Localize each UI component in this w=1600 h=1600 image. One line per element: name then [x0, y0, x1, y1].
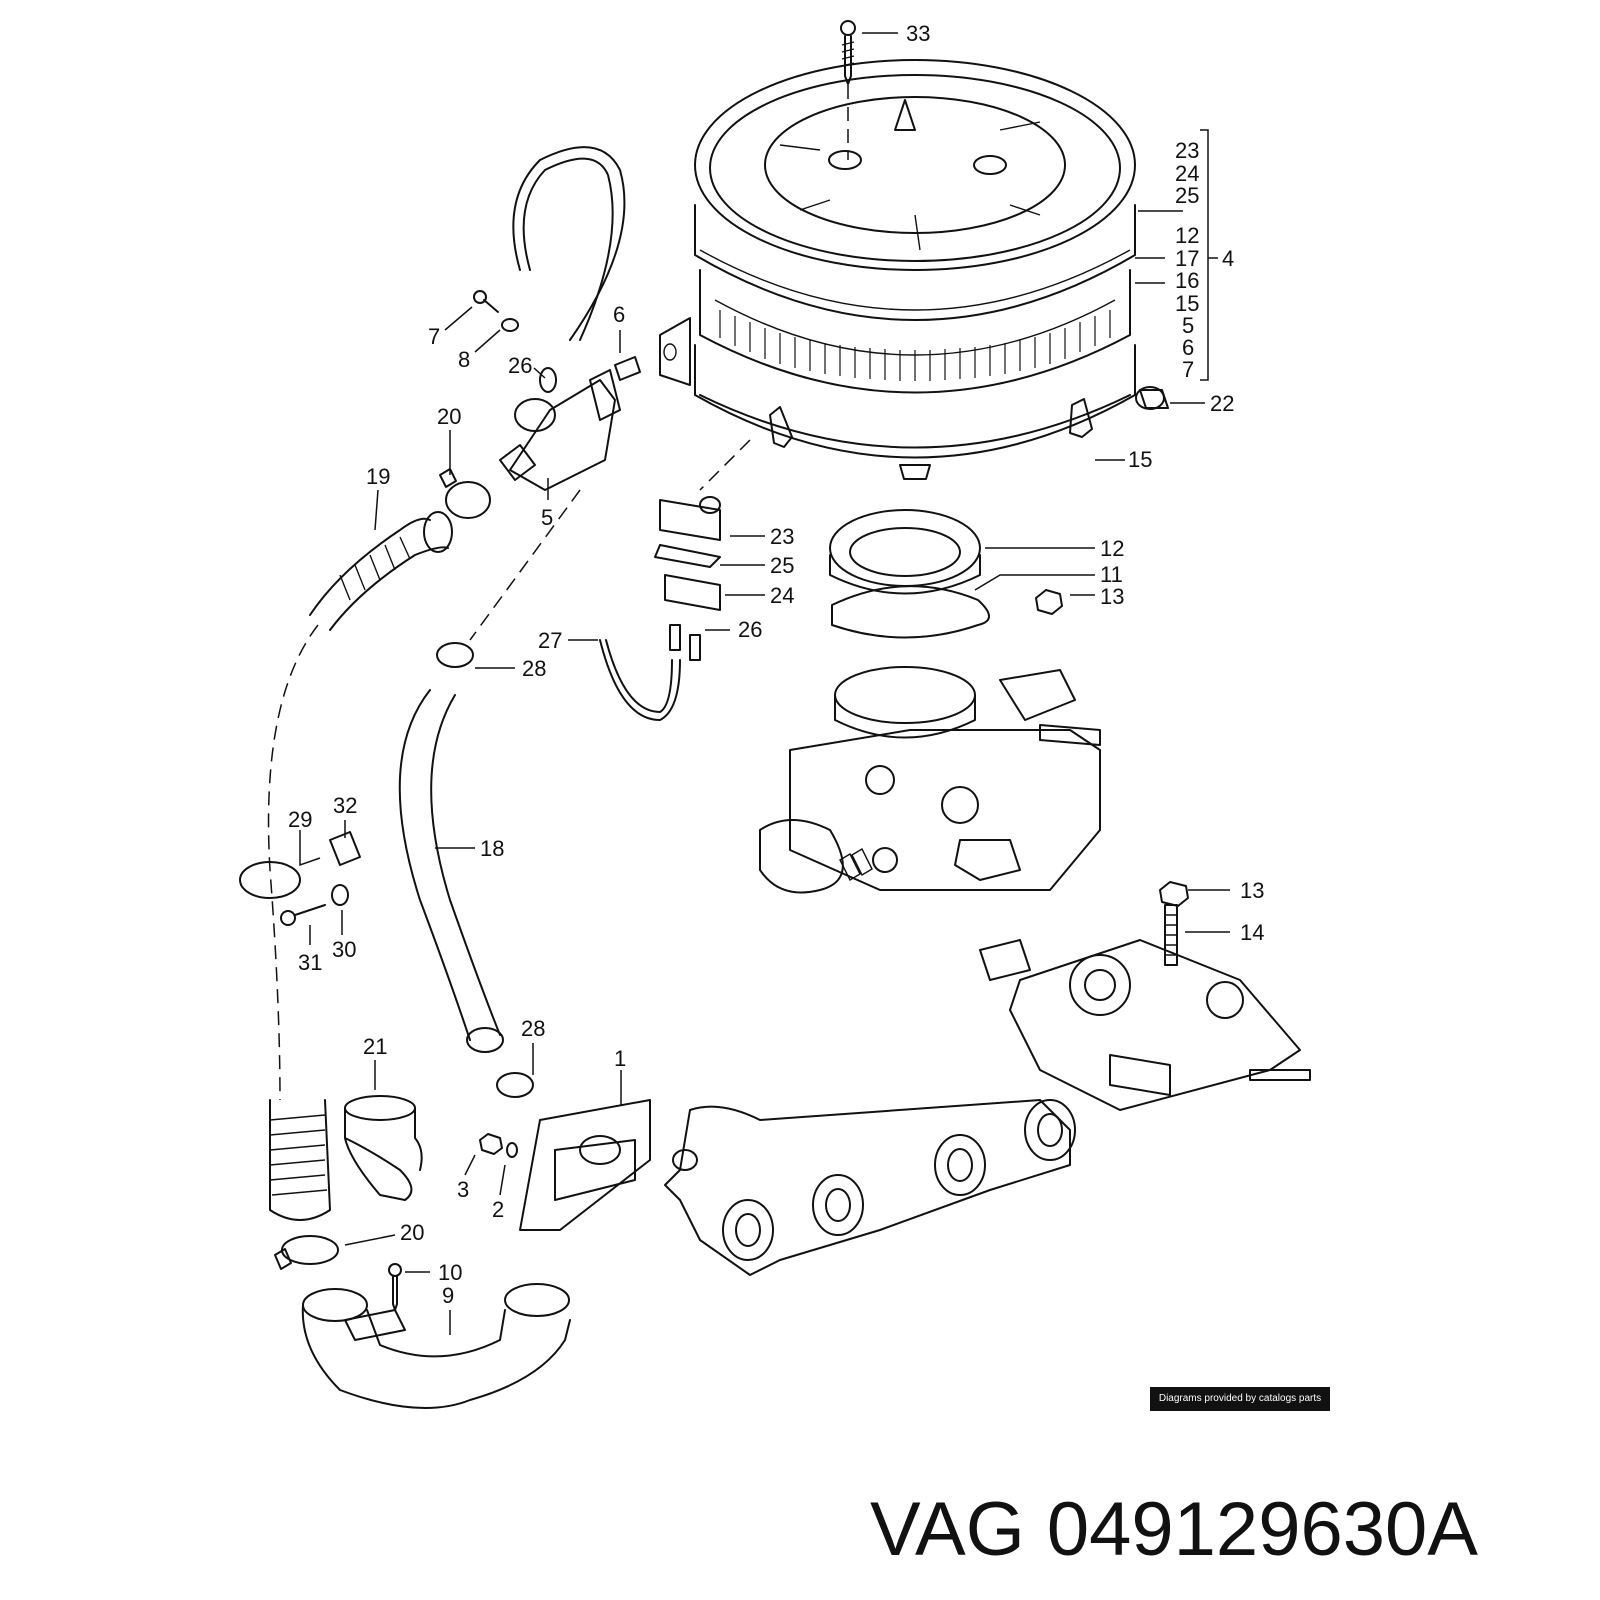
plug-22 — [1135, 386, 1169, 410]
callout-7-lower: 7 — [428, 324, 440, 349]
part-number: 049129630A — [1046, 1487, 1478, 1572]
callout-5-lower: 5 — [541, 505, 553, 530]
screw-10 — [388, 1263, 402, 1311]
callout-13-lower: 13 — [1240, 878, 1264, 903]
intake-flange — [979, 939, 1311, 1111]
nut-13-lower — [1159, 881, 1189, 907]
callout-12-lower: 12 — [1100, 536, 1124, 561]
callout-14: 14 — [1240, 920, 1264, 945]
dashed-line-filter — [699, 439, 751, 491]
callout-23-upper: 23 — [1175, 138, 1199, 163]
callout-9: 9 — [442, 1283, 454, 1308]
callout-26-lower: 26 — [738, 617, 762, 642]
callout-15-lower: 15 — [1128, 447, 1152, 472]
callout-17: 17 — [1175, 246, 1199, 271]
clip-6 — [614, 356, 641, 381]
callout-18: 18 — [480, 836, 504, 861]
hose-clamp-20-upper — [439, 468, 491, 519]
exhaust-manifold — [664, 1099, 1076, 1276]
air-filter-housing — [659, 59, 1136, 480]
callout-24-upper: 24 — [1175, 161, 1199, 186]
callout-3: 3 — [457, 1177, 469, 1202]
callout-28-upper: 28 — [522, 656, 546, 681]
hose-18 — [398, 689, 504, 1053]
brand-label: VAG — [870, 1487, 1025, 1572]
callout-21: 21 — [363, 1034, 387, 1059]
bracket-assembly — [654, 496, 721, 661]
callout-22: 22 — [1210, 391, 1234, 416]
retainer-32 — [329, 831, 361, 866]
washer-30 — [331, 884, 349, 906]
corrugated-hose-lower — [269, 1099, 331, 1221]
callout-23-lower: 23 — [770, 524, 794, 549]
stud-14 — [1164, 904, 1178, 966]
callout-10: 10 — [438, 1260, 462, 1285]
callout-24-lower: 24 — [770, 583, 794, 608]
callout-15-upper: 15 — [1175, 291, 1199, 316]
callout-20-upper: 20 — [437, 404, 461, 429]
callout-32: 32 — [333, 793, 357, 818]
washer-2 — [506, 1142, 518, 1158]
nut-13-upper — [1035, 589, 1063, 615]
callout-13-upper: 13 — [1100, 584, 1124, 609]
gasket-11 — [831, 585, 990, 639]
carburetor-upper — [759, 666, 1101, 894]
callout-25-upper: 25 — [1175, 183, 1199, 208]
thermo-valve-5 — [499, 367, 621, 491]
wire-clip-29 — [239, 861, 301, 899]
callout-bracket-4 — [1200, 129, 1218, 381]
heat-shroud-1 — [519, 1099, 651, 1231]
vacuum-hose-26 — [512, 146, 626, 341]
callout-20-lower: 20 — [400, 1220, 424, 1245]
leader-lines — [299, 32, 1230, 1335]
nut-3 — [479, 1133, 503, 1155]
dashed-line-valve — [469, 489, 581, 641]
callout-25-lower: 25 — [770, 553, 794, 578]
callout-8: 8 — [458, 347, 470, 372]
callout-31: 31 — [298, 950, 322, 975]
callout-30: 30 — [332, 937, 356, 962]
callout-7-upper: 7 — [1182, 357, 1194, 382]
callout-19: 19 — [366, 464, 390, 489]
callout-26-upper: 26 — [508, 353, 532, 378]
elbow-21 — [344, 1095, 423, 1201]
diagram-credit: Diagrams provided by catalogs parts — [1150, 1387, 1330, 1411]
gasket-12 — [829, 509, 981, 595]
washer-8 — [501, 318, 519, 332]
screw-31 — [280, 904, 326, 926]
intake-hose-9 — [301, 1283, 571, 1409]
callout-27: 27 — [538, 628, 562, 653]
callout-2: 2 — [492, 1197, 504, 1222]
vacuum-line-27 — [599, 639, 681, 721]
dashed-line-left — [267, 624, 319, 1101]
callout-33: 33 — [906, 21, 930, 46]
callout-1: 1 — [614, 1046, 626, 1071]
callout-labels: 33 23 24 25 12 17 16 15 5 6 7 4 22 15 6 … — [288, 21, 1264, 1308]
hose-clamp-20-lower — [274, 1235, 339, 1270]
callout-6-lower: 6 — [613, 302, 625, 327]
callout-6-upper: 6 — [1182, 335, 1194, 360]
callout-16: 16 — [1175, 268, 1199, 293]
callout-5-upper: 5 — [1182, 313, 1194, 338]
hose-clamp-28-lower — [496, 1072, 534, 1098]
hose-clamp-28-upper — [436, 642, 474, 668]
filter-pleats — [719, 310, 1111, 381]
screw-33 — [840, 20, 856, 160]
callout-29: 29 — [288, 807, 312, 832]
callout-28-lower: 28 — [521, 1016, 545, 1041]
corrugated-hose-19 — [309, 511, 453, 631]
callout-11: 11 — [1100, 562, 1123, 587]
callout-12-upper: 12 — [1175, 223, 1199, 248]
screw-7 — [473, 290, 499, 313]
callout-4: 4 — [1222, 246, 1234, 271]
